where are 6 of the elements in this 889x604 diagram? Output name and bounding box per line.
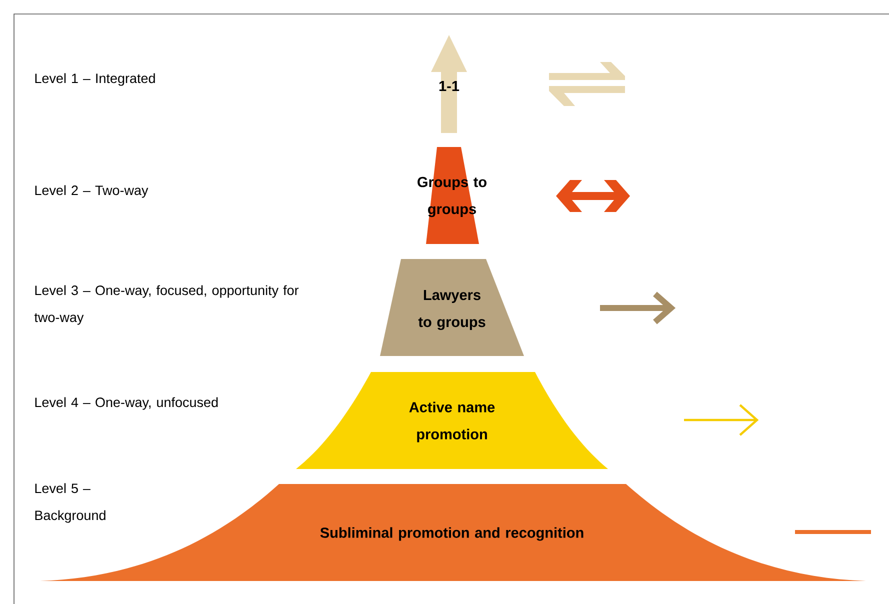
level-label: Level 4 – One-way, unfocused (35, 397, 218, 410)
pyramid-tier: Lawyers to groups (380, 259, 524, 356)
level-label: Level 3 – One-way, focused, opportunity for two-way (34, 285, 299, 325)
level-label: Level 1 – Integrated (35, 73, 155, 86)
level-label: Level 2 – Two-way (35, 185, 148, 198)
pyramid-tier: Active name promotion (296, 372, 608, 469)
